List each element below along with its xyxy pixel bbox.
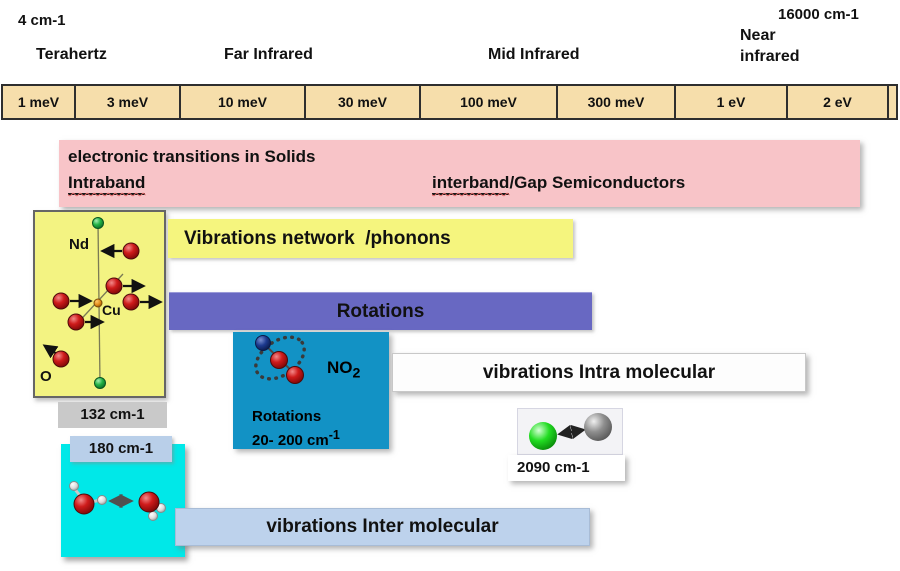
no2-formula: NO2	[327, 358, 361, 382]
electronic-transitions-bar: electronic transitions in Solids Intraba…	[59, 140, 860, 207]
scale-cell-1mev: 1 meV	[3, 86, 76, 118]
n-atom-icon	[255, 335, 271, 351]
o-atom-2-icon	[105, 277, 123, 295]
scale-cell-10mev: 10 meV	[181, 86, 306, 118]
rotations-bar: Rotations	[169, 292, 592, 330]
nd-atom-top-icon	[92, 217, 104, 229]
gap-semiconductors-label: /Gap Semiconductors	[509, 173, 686, 192]
no2-formula-subscript: 2	[352, 365, 361, 382]
no2-caption-range: 20- 200 cm-1	[252, 428, 340, 449]
cu-atom-icon	[93, 298, 103, 308]
freq-right-label: 16000 cm-1	[778, 6, 859, 23]
intraband-label: Intraband	[68, 173, 146, 195]
water-o-atom-2-icon	[138, 491, 160, 513]
near-infrared-line2: infrared	[740, 48, 800, 65]
o-label: O	[40, 368, 52, 385]
no2-o-atom-2-icon	[286, 366, 304, 384]
water-frequency-badge: 180 cm-1	[70, 436, 172, 462]
no2-caption-title: Rotations	[252, 408, 322, 425]
h-atom-4-icon	[148, 511, 158, 521]
electronic-transitions-title: electronic transitions in Solids	[68, 147, 316, 166]
scale-cell-1ev: 1 eV	[676, 86, 788, 118]
water-dimer-diagram	[69, 481, 166, 521]
band-near-infrared-label: Near infrared	[740, 25, 800, 67]
o-atom-3-icon	[52, 292, 70, 310]
diatomic-molecule-box	[517, 408, 623, 455]
o-atom-1-icon	[122, 242, 140, 260]
o-atom-4-icon	[122, 293, 140, 311]
scale-cell-300mev: 300 meV	[558, 86, 676, 118]
inter-molecular-bar: vibrations Inter molecular	[175, 508, 590, 546]
intra-molecular-bar: vibrations Intra molecular	[392, 353, 806, 392]
nd-atom-bottom-icon	[94, 377, 106, 389]
no2-o-atom-1-icon	[270, 351, 288, 369]
electronic-transitions-line2: Intraband interband/Gap Semiconductors	[59, 173, 860, 199]
scale-cell-100mev: 100 meV	[421, 86, 558, 118]
no2-range-superscript: -1	[328, 428, 340, 442]
band-terahertz-label: Terahertz	[36, 46, 107, 63]
no2-molecule-diagram	[254, 335, 306, 384]
band-mid-infrared-label: Mid Infrared	[488, 46, 580, 63]
stretch-vibration-arrow-icon	[557, 424, 586, 440]
h-atom-1-icon	[69, 481, 79, 491]
o-atom-6-icon	[52, 350, 70, 368]
band-far-infrared-label: Far Infrared	[224, 46, 313, 63]
scale-cell-3mev: 3 meV	[76, 86, 181, 118]
h-atom-2-icon	[97, 495, 107, 505]
freq-left-label: 4 cm-1	[18, 12, 66, 29]
cu-label: Cu	[102, 302, 121, 318]
green-atom-icon	[529, 422, 557, 450]
nd-label: Nd	[69, 236, 89, 253]
diatomic-molecule-diagram	[529, 413, 612, 450]
diatomic-frequency-badge: 2090 cm-1	[508, 455, 625, 481]
water-dimer-box	[61, 444, 185, 557]
energy-scale-bar: 1 meV 3 meV 10 meV 30 meV 100 meV 300 me…	[1, 84, 898, 120]
scale-cell-30mev: 30 meV	[306, 86, 421, 118]
interband-label: interband	[432, 173, 510, 195]
o-atom-5-icon	[67, 313, 85, 331]
near-infrared-line1: Near	[740, 27, 776, 44]
crystal-phonon-box: Nd Cu O	[33, 210, 166, 398]
scale-cell-2ev: 2 eV	[788, 86, 889, 118]
scale-cell-end	[889, 86, 896, 118]
phonon-arrow-upleft-icon	[42, 344, 59, 359]
gray-atom-icon	[584, 413, 612, 441]
water-o-atom-1-icon	[73, 493, 95, 515]
crystal-structure-diagram: Nd Cu O	[40, 217, 163, 389]
no2-rotations-box: NO2 Rotations 20- 200 cm-1	[233, 332, 389, 449]
crystal-frequency-badge: 132 cm-1	[58, 402, 167, 428]
phonons-bar: Vibrations network /phonons	[168, 219, 573, 258]
